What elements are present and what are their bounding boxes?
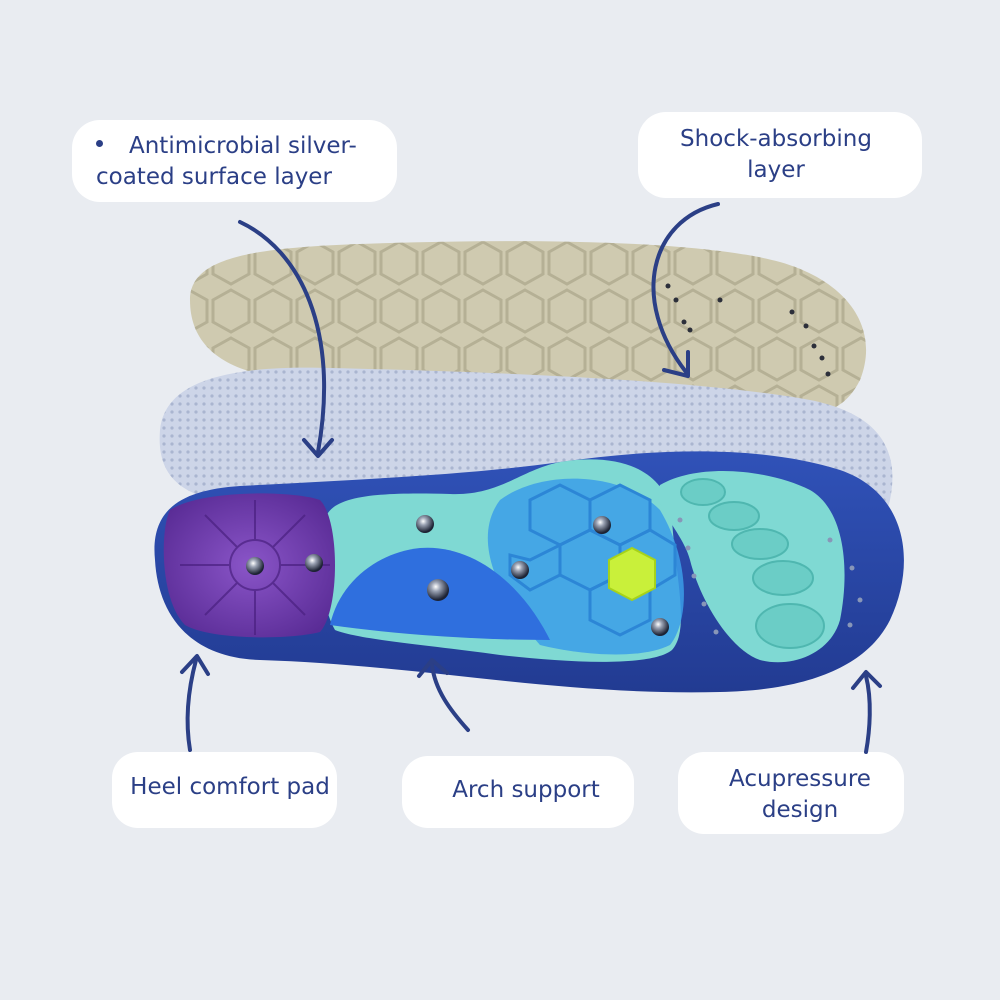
antimicrobial-label: Antimicrobial silver- coated surface lay… [96, 131, 357, 193]
antimicrobial-line2: coated surface layer [96, 164, 332, 190]
heel-comfort-pad-label: Heel comfort pad [130, 774, 330, 800]
arch-support-label: Arch support [452, 777, 600, 803]
bullet-icon [96, 140, 103, 147]
label-bubbles [72, 112, 922, 834]
accent-gel-hexagon [608, 546, 656, 602]
shock-line1: Shock-absorbing [680, 126, 872, 152]
arrow-icon [180, 202, 882, 754]
acupressure-label: Acupressure design [690, 764, 910, 826]
shock-absorbing-label: Shock-absorbing layer [652, 124, 900, 186]
magnet-stud-icon [246, 515, 669, 636]
antimicrobial-line1: Antimicrobial silver- [129, 133, 357, 159]
shock-line2: layer [747, 157, 805, 183]
top-insole-layer [154, 451, 904, 693]
acupressure-line2: design [761, 797, 839, 823]
acupressure-line1: Acupressure [729, 766, 871, 792]
